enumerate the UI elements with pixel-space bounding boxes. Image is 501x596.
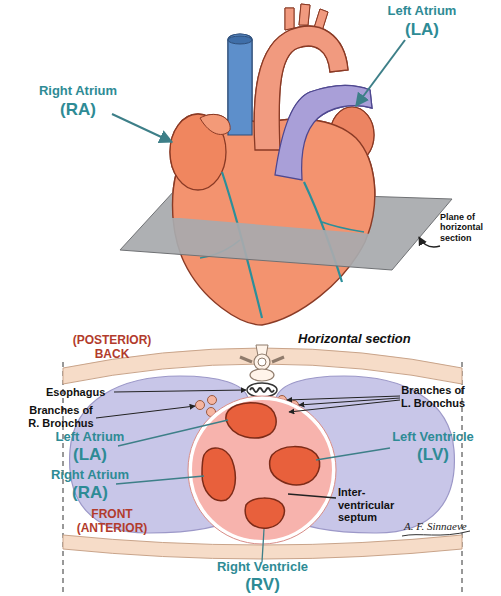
abbreviation: (LV) [378, 445, 488, 465]
leader-arrow [112, 114, 172, 142]
section-heading: Horizontal section [298, 332, 438, 347]
right-ventricle [245, 498, 284, 528]
leader-line [316, 448, 390, 460]
leader-line [262, 529, 264, 562]
esophagus [247, 383, 277, 397]
artist-signature: A. F. Sinnaeve [404, 520, 484, 533]
vertebra [272, 357, 284, 362]
chamber-label: Right Atrium [28, 84, 128, 99]
leader-arrow [419, 237, 440, 247]
leader-line [96, 406, 195, 418]
leader-line [289, 400, 400, 412]
left-atrium [226, 403, 276, 438]
abbreviation: (RV) [205, 575, 320, 595]
abbreviation: (RA) [40, 483, 140, 503]
pericardium [190, 398, 334, 542]
bronchus [196, 401, 205, 410]
pericardium [188, 396, 336, 544]
vertebral-body [250, 369, 274, 381]
heart [170, 4, 375, 325]
chamber-label: Right Atrium [40, 468, 140, 483]
abbreviation: (LA) [372, 20, 472, 40]
chamber-label: Left Atrium [40, 430, 140, 445]
vertebra [240, 357, 252, 362]
orientation-label: (POSTERIOR) BACK [62, 334, 162, 362]
abbreviation: (LA) [40, 445, 140, 465]
left-ventricle [270, 447, 320, 485]
orientation-label: FRONT (ANTERIOR) [62, 508, 162, 536]
esophagus-lumen [250, 388, 274, 392]
heart-above-plane [170, 4, 375, 325]
structure-label: Branches of L. Bronchus [398, 384, 468, 409]
body-outline [462, 362, 463, 592]
structure-label: Inter-ventricular septum [338, 486, 400, 524]
bronchus [208, 396, 217, 405]
leader-line [116, 476, 204, 484]
structure-label: Branches of R. Bronchus [26, 404, 96, 429]
leader-line [114, 390, 246, 392]
plane-label: Plane of horizontal section [440, 212, 498, 243]
right-atrium [202, 448, 235, 501]
chamber-label: Left Ventricle [378, 430, 488, 445]
spinal-canal [258, 358, 266, 366]
chamber-label: Right Ventricle [205, 560, 320, 575]
structure-label: Esophagus [46, 386, 126, 399]
leader-line [118, 420, 228, 446]
chamber-label: Left Atrium [372, 4, 472, 19]
leader-arrow [356, 40, 405, 106]
leader-line [288, 494, 336, 498]
abbreviation: (RA) [28, 100, 128, 120]
vertebra [254, 354, 270, 370]
